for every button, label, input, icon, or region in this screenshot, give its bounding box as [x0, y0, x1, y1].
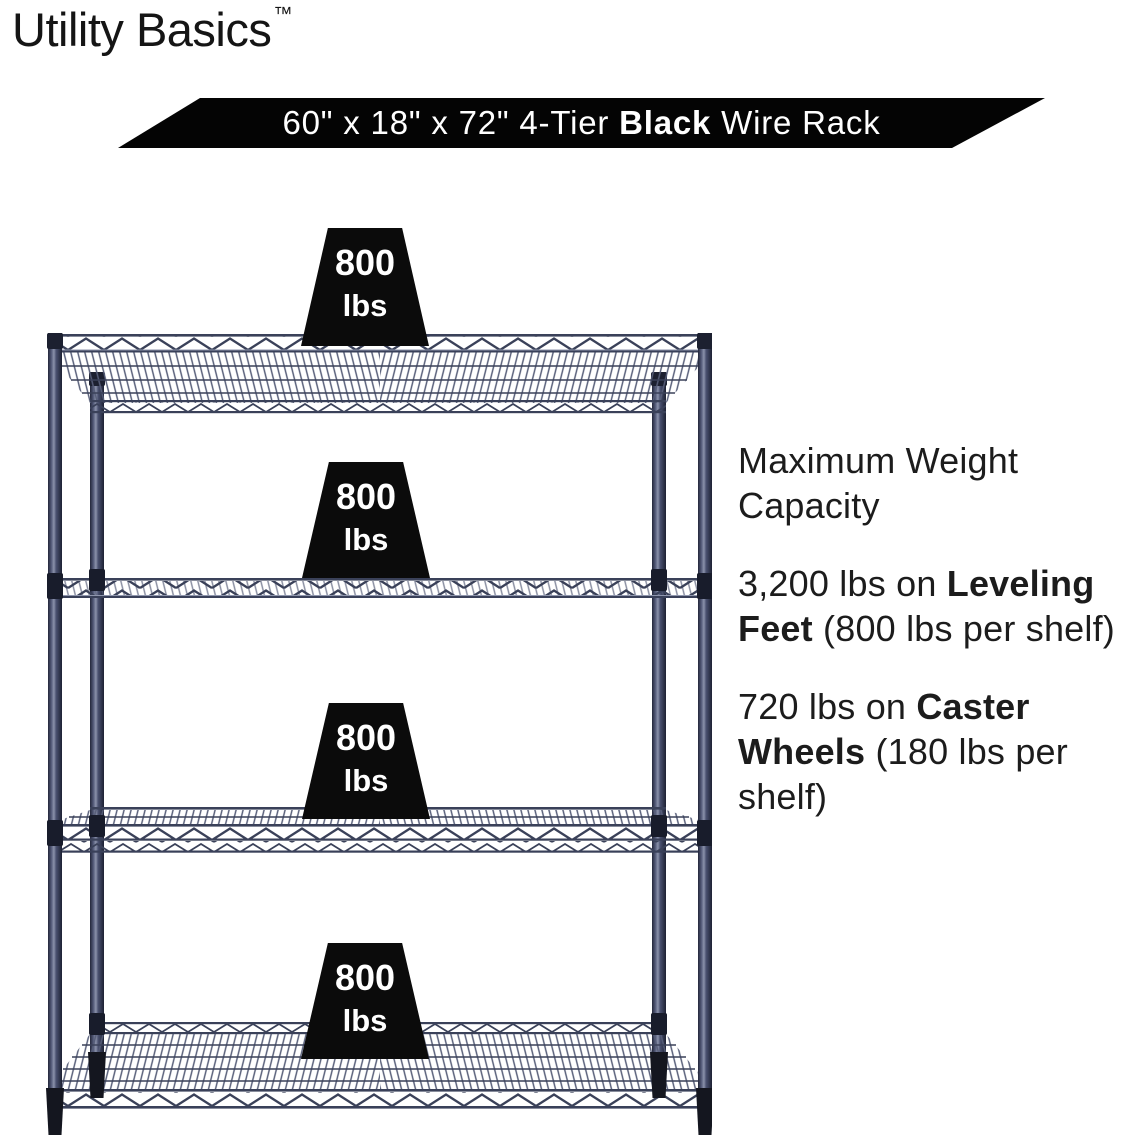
- back-left-foot: [88, 1052, 106, 1098]
- front-right-post: [697, 333, 712, 1093]
- title-bold: Black: [619, 104, 712, 141]
- spec-bold: Caster Wheels: [738, 686, 1030, 772]
- front-left-foot: [46, 1088, 64, 1135]
- capacity-heading: Maximum Weight Capacity: [738, 440, 1019, 526]
- spec-post: (180 lbs per shelf): [738, 731, 1068, 817]
- capacity-info: Maximum Weight Capacity 3,200 lbs on Lev…: [738, 438, 1133, 852]
- capacity-spec-caster-wheels: 720 lbs on Caster Wheels (180 lbs per sh…: [738, 684, 1133, 819]
- capacity-spec-leveling-feet: 3,200 lbs on Leveling Feet (800 lbs per …: [738, 561, 1133, 651]
- weight-unit: lbs: [342, 288, 388, 323]
- trademark-symbol: ™: [273, 4, 292, 25]
- weight-value: 800: [335, 717, 397, 758]
- weight-unit: lbs: [343, 763, 389, 798]
- shelf-clamps: [47, 569, 712, 1035]
- title-post: Wire Rack: [711, 104, 881, 141]
- back-right-post: [651, 372, 667, 1064]
- front-right-foot: [696, 1088, 712, 1135]
- weight-unit: lbs: [342, 1003, 388, 1038]
- shelf-tier-3: [48, 807, 712, 853]
- weight-value: 800: [334, 242, 396, 283]
- shelf-tier-1: [48, 334, 712, 414]
- spec-post: (800 lbs per shelf): [812, 608, 1115, 649]
- weight-value: 800: [335, 476, 397, 517]
- back-right-foot: [650, 1052, 668, 1098]
- title-pre: 60" x 18" x 72" 4-Tier: [282, 104, 620, 141]
- weight-value: 800: [334, 957, 396, 998]
- weight-unit: lbs: [343, 522, 389, 557]
- spec-pre: 720 lbs on: [738, 686, 917, 727]
- front-left-post: [47, 333, 63, 1093]
- spec-pre: 3,200 lbs on: [738, 563, 947, 604]
- product-title: 60" x 18" x 72" 4-Tier Black Wire Rack: [282, 98, 880, 148]
- spec-bold: Leveling Feet: [738, 563, 1095, 649]
- shelf-tier-2: [48, 578, 712, 598]
- product-title-banner: 60" x 18" x 72" 4-Tier Black Wire Rack: [118, 98, 1045, 148]
- back-left-post: [89, 372, 105, 1064]
- weight-marker-tier-1: 800 lbs: [301, 228, 429, 346]
- brand-name: Utility Basics: [12, 3, 272, 56]
- wire-rack-illustration: [46, 333, 712, 1135]
